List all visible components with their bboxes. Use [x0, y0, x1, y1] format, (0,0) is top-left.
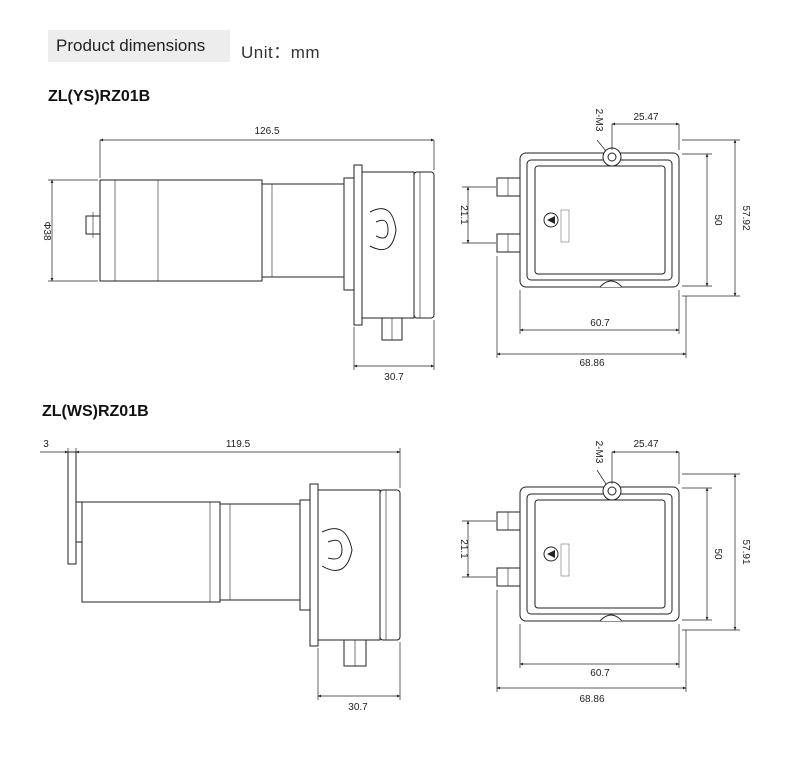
- dim-overall-length-ws: 119.5: [226, 439, 251, 450]
- port-lower: [496, 233, 521, 253]
- mounting-screw-ws: [602, 481, 622, 501]
- dim-hole-offset-ws: 25.47: [633, 439, 658, 450]
- dim-outer-width-ws: 68.86: [579, 694, 604, 705]
- dim-inner-height-ws: 50: [712, 548, 723, 560]
- side-view-ys: [85, 164, 435, 341]
- model-title-ys: ZL(YS)RZ01B: [48, 88, 151, 105]
- pump-head-ws: [317, 489, 381, 641]
- unit-label: Unit：mm: [241, 43, 321, 62]
- dim-overall-length-ys: 126.5: [254, 126, 279, 137]
- pump-flange: [353, 164, 363, 326]
- motor-body: [99, 179, 263, 282]
- front-view-ys: [496, 147, 680, 288]
- port-upper-ws: [496, 511, 521, 531]
- gearbox-ws: [219, 503, 301, 601]
- dim-flange-thickness-ws: 3: [43, 439, 49, 450]
- gearbox: [261, 183, 345, 278]
- dim-outer-width-ys: 68.86: [579, 358, 604, 369]
- dim-pump-depth-ws: 30.7: [348, 702, 368, 713]
- side-view-ws: [67, 451, 401, 667]
- port-lower-ws: [496, 567, 521, 587]
- dim-port-spacing-ys: 21.1: [458, 205, 469, 225]
- pump-outer-frame-ws: [519, 486, 680, 622]
- motor-body-ws: [81, 501, 221, 603]
- model-title-ws: ZL(WS)RZ01B: [42, 403, 149, 420]
- dim-outer-height-ys: 57.92: [740, 205, 751, 230]
- dim-thread-ys: 2-M3: [593, 109, 604, 132]
- dim-inner-width-ws: 60.7: [590, 668, 610, 679]
- port-upper: [496, 177, 521, 197]
- dim-outer-height-ws: 57.91: [740, 539, 751, 564]
- mount-plate: [67, 451, 77, 565]
- dim-pump-depth-ys: 30.7: [384, 372, 404, 383]
- dim-hole-offset-ys: 25.47: [633, 112, 658, 123]
- front-view-ws: [496, 481, 680, 622]
- dim-port-spacing-ws: 21.1: [458, 539, 469, 559]
- section-tag: Product dimensions: [48, 30, 230, 62]
- dim-inner-width-ys: 60.7: [590, 318, 610, 329]
- brand-logo-icon-ws: [543, 546, 559, 562]
- dim-diameter-ys: Φ38: [41, 221, 52, 241]
- dim-inner-height-ys: 50: [712, 214, 723, 226]
- pump-outer-frame: [519, 152, 680, 288]
- dim-thread-ws: 2-M3: [593, 441, 604, 464]
- brand-logo-icon: [543, 212, 559, 228]
- pump-flange-ws: [309, 483, 319, 647]
